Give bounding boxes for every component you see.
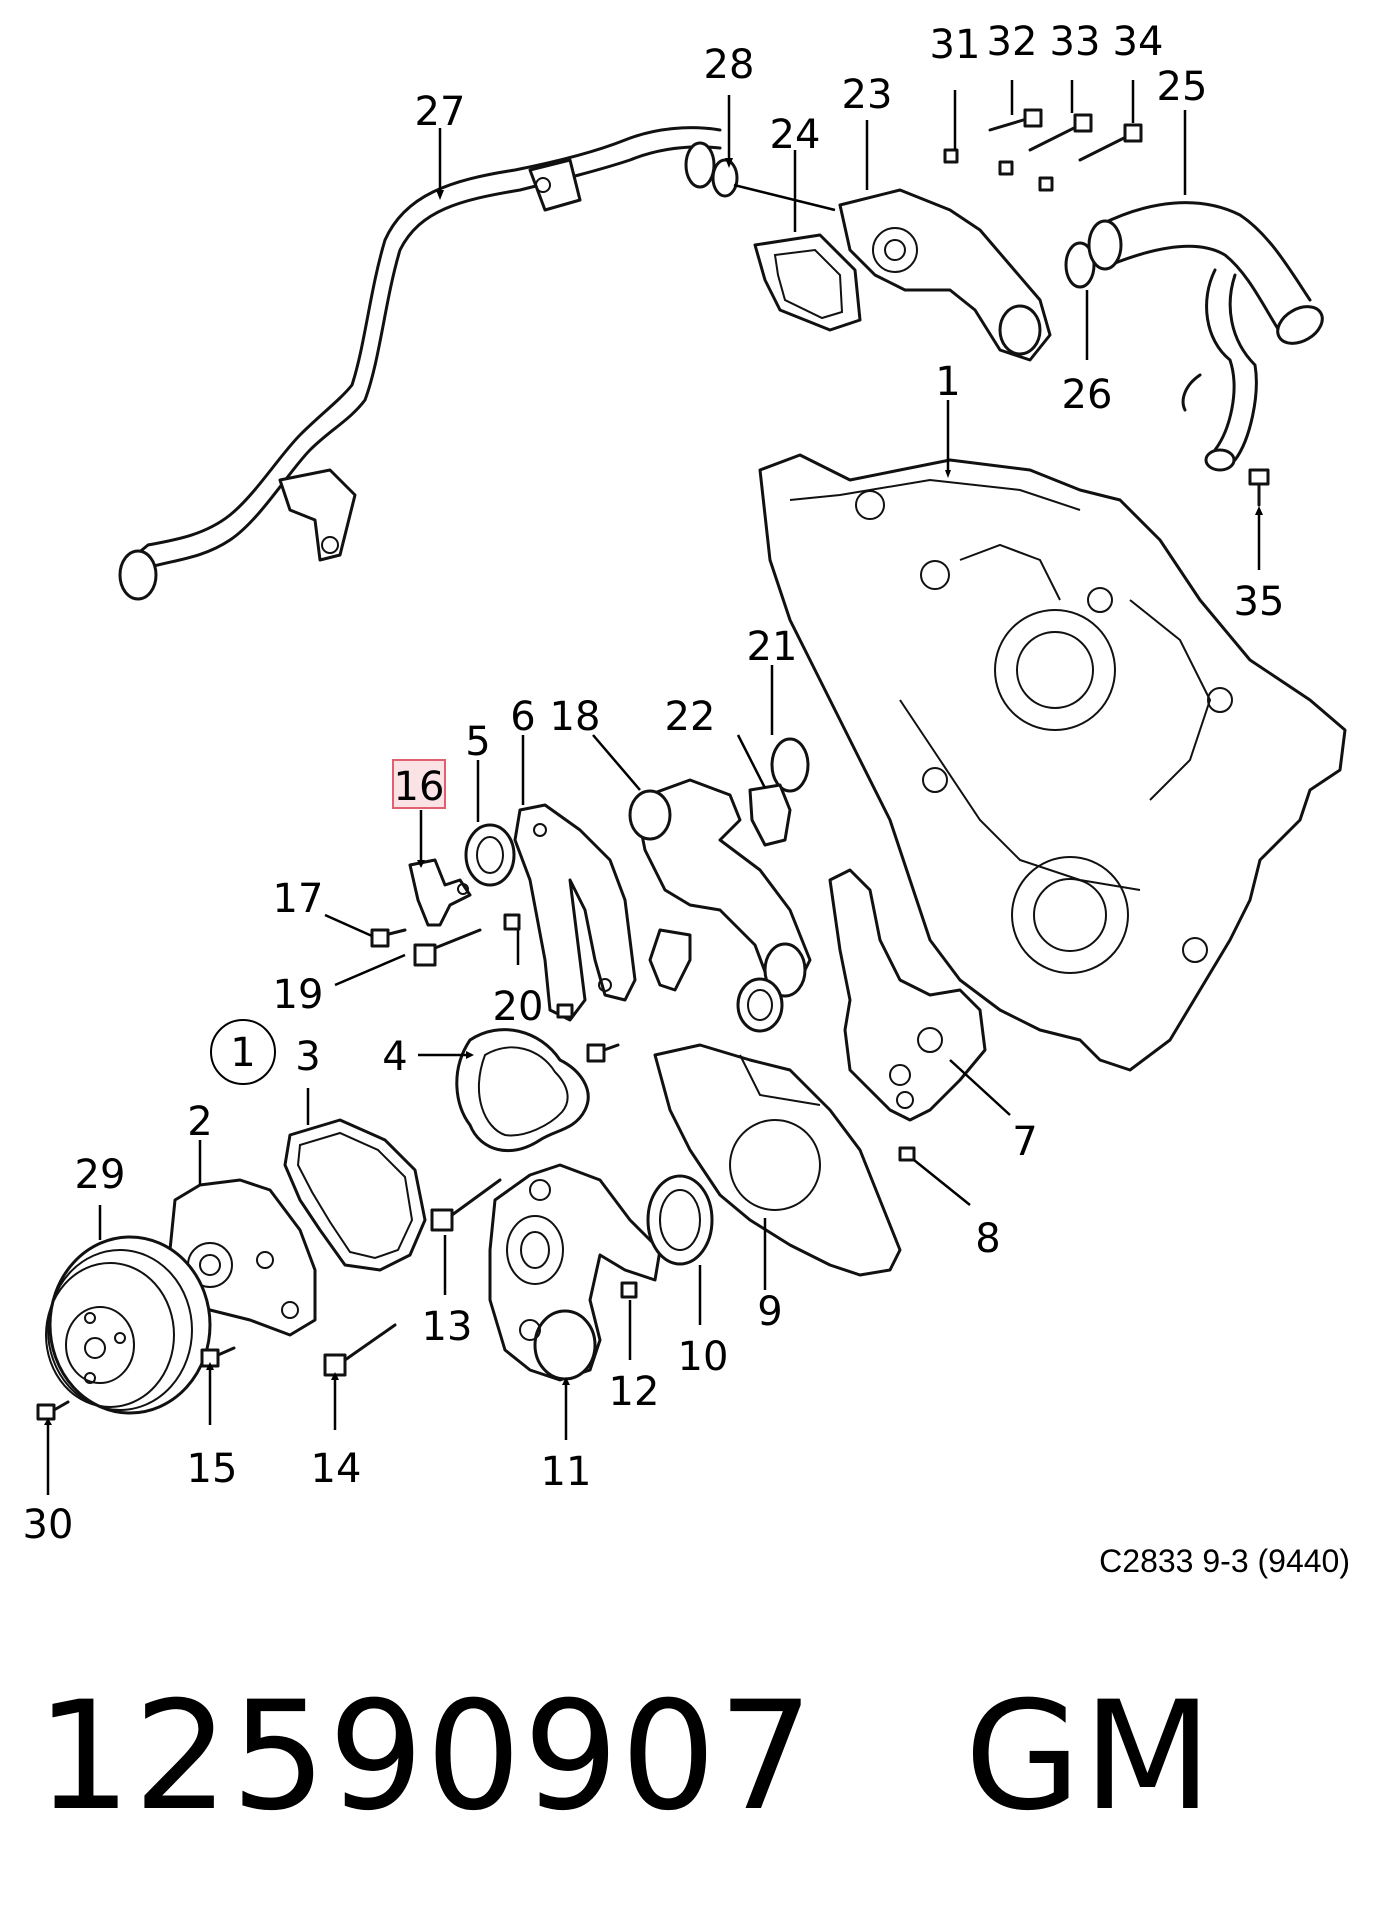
part-25-hose	[1087, 201, 1324, 472]
part-3-gasket	[283, 1118, 427, 1272]
part-13-bolt	[430, 1178, 502, 1232]
diagram-caption: C2833 9-3 (9440)	[1099, 1543, 1350, 1579]
part-9-cover-plate	[653, 1043, 902, 1277]
part-26-o-ring	[1064, 241, 1096, 289]
part-21-o-ring	[770, 737, 810, 793]
callout-31: 31	[930, 22, 981, 68]
callout-11: 11	[541, 1449, 592, 1495]
small-bracket	[648, 928, 692, 992]
callout-23: 23	[842, 72, 893, 118]
callout-15: 15	[187, 1446, 238, 1492]
part-8-dowel	[898, 1146, 916, 1162]
callout-7: 7	[1012, 1119, 1037, 1165]
callout-13: 13	[422, 1304, 473, 1350]
part-15-bolt	[200, 1346, 236, 1368]
bolts-17-19-20	[370, 913, 521, 967]
leader-arrowheads	[44, 158, 1263, 1425]
part-11-tensioner	[488, 1163, 662, 1382]
circled-label: 1	[210, 1019, 276, 1085]
callout-3: 3	[295, 1034, 320, 1080]
small-seal	[736, 977, 784, 1033]
callout-17: 17	[273, 876, 324, 922]
part-23-thermostat-housing	[838, 188, 1052, 362]
bolts-31-34	[943, 108, 1143, 192]
callout-28: 28	[704, 42, 755, 88]
callout-16: 16	[394, 764, 445, 810]
part-28-o-ring	[711, 158, 739, 198]
part-30-bolt	[36, 1400, 70, 1421]
part-12-nut	[620, 1281, 638, 1299]
part-27-coolant-pipe	[118, 126, 722, 601]
callout-8: 8	[975, 1216, 1000, 1262]
callout-26: 26	[1062, 372, 1113, 418]
exploded-parts-diagram: 1 27 28 24 23 31 32 33 34 25 26 1 35 21 …	[23, 19, 1350, 1579]
brand-name: GM	[964, 1670, 1215, 1844]
callout-24: 24	[770, 112, 821, 158]
callout-22: 22	[665, 694, 716, 740]
callout-34: 34	[1113, 19, 1164, 65]
callout-10: 10	[678, 1334, 729, 1380]
part-14-bolt	[323, 1323, 397, 1377]
part-29-pulley	[45, 1235, 212, 1415]
callout-12: 12	[609, 1369, 660, 1415]
callout-19: 19	[273, 972, 324, 1018]
callout-33: 33	[1050, 19, 1101, 65]
leader-lines	[46, 80, 1261, 1495]
callout-35: 35	[1234, 579, 1285, 625]
part-7-rear-bracket	[828, 868, 987, 1122]
part-10-seal	[646, 1174, 714, 1266]
part-35-bolt	[1248, 468, 1270, 507]
part-4-gasket	[455, 1028, 590, 1153]
callout-9: 9	[757, 1289, 782, 1335]
callout-30: 30	[23, 1502, 74, 1548]
part-16-sensor	[408, 858, 472, 927]
callout-4: 4	[382, 1034, 407, 1080]
callout-2: 2	[187, 1099, 212, 1145]
part-22-seal	[748, 783, 792, 847]
callout-16-highlight	[392, 759, 446, 809]
callout-25: 25	[1157, 64, 1208, 110]
part-1-timing-cover	[758, 453, 1347, 1072]
bolt-center	[586, 1043, 620, 1063]
part-number: 12590907	[36, 1670, 816, 1844]
callout-32: 32	[987, 19, 1038, 65]
callout-1: 1	[935, 359, 960, 405]
callout-21: 21	[747, 624, 798, 670]
callout-27: 27	[415, 89, 466, 135]
callout-18: 18	[550, 694, 601, 740]
part-5-seal	[464, 823, 516, 887]
part-number-footer: 12590907 GM	[36, 1670, 1214, 1844]
callout-5: 5	[465, 719, 490, 765]
part-6-bracket	[513, 803, 637, 1022]
callout-6: 6	[510, 694, 535, 740]
dowel-pin	[556, 1003, 574, 1019]
part-18-outlet-pipe	[628, 778, 812, 998]
circled-label-text: 1	[230, 1030, 255, 1076]
callout-29: 29	[75, 1152, 126, 1198]
callout-14: 14	[311, 1446, 362, 1492]
part-24-gasket	[753, 233, 862, 332]
callout-20: 20	[493, 984, 544, 1030]
callout-numbers: 27 28 24 23 31 32 33 34 25 26 1 35 21 22…	[23, 19, 1285, 1548]
